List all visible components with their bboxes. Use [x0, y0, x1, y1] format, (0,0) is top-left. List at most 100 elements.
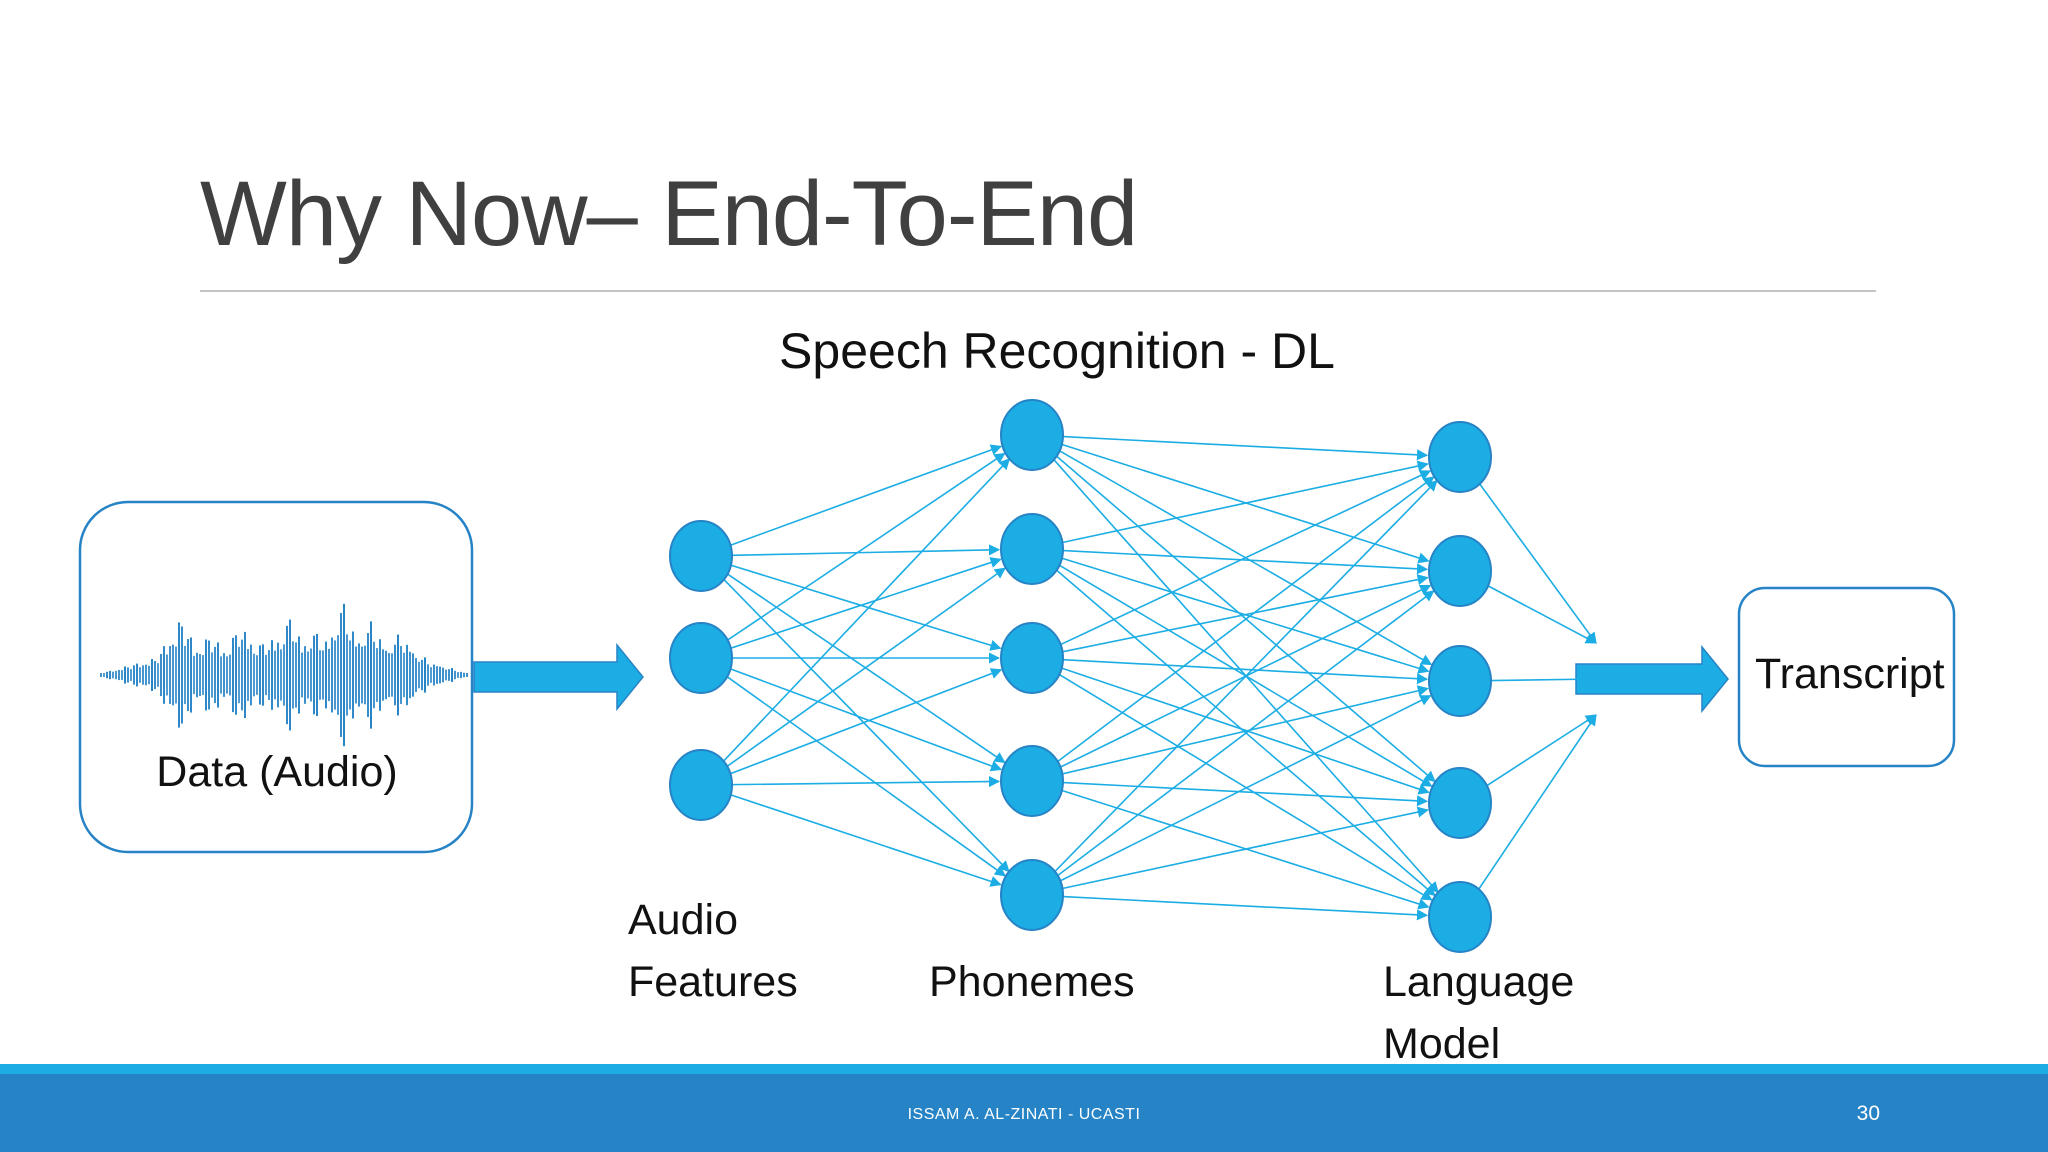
- network-edge: [729, 444, 1003, 547]
- slide-title: Why Now– End-To-End: [200, 163, 1138, 265]
- network-edge: [1062, 685, 1429, 775]
- waveform-bar: [385, 650, 387, 700]
- waveform-bar: [172, 644, 174, 706]
- waveform-bar: [160, 653, 162, 697]
- waveform-bar: [175, 646, 177, 704]
- waveform-bar: [238, 646, 240, 704]
- waveform-bar: [232, 637, 234, 713]
- waveform-bar: [247, 649, 249, 701]
- network-edge: [1062, 435, 1429, 461]
- waveform-bar: [373, 641, 375, 709]
- node-phonemes: [1000, 745, 1064, 817]
- waveform-bar: [331, 637, 333, 713]
- layer-label-line: Audio: [628, 896, 738, 944]
- waveform-bar: [274, 650, 276, 700]
- footer-author: ISSAM A. AL-ZINATI - UCASTI: [907, 1106, 1141, 1123]
- waveform-bar: [295, 642, 297, 708]
- waveform-bar: [391, 653, 393, 697]
- waveform-bar: [412, 653, 414, 697]
- waveform-bar: [463, 672, 465, 678]
- network-edge: [729, 668, 1003, 772]
- waveform-bar: [154, 660, 156, 690]
- network-edge: [1053, 479, 1438, 874]
- title-divider: [200, 290, 1876, 292]
- output-edge: [1477, 481, 1597, 644]
- node-language-model: [1428, 645, 1492, 717]
- waveform-bar: [454, 670, 456, 680]
- waveform-bar: [367, 633, 369, 717]
- network-edge: [1056, 476, 1435, 763]
- waveform-bar: [199, 653, 201, 697]
- waveform-bar: [340, 613, 342, 737]
- waveform-bar: [349, 640, 351, 710]
- node-phonemes: [1000, 399, 1064, 471]
- output-edge: [1487, 584, 1597, 644]
- waveform-bar: [442, 667, 444, 683]
- waveform-bar: [328, 648, 330, 702]
- layer-label-phonemes: Phonemes: [929, 958, 1135, 1006]
- waveform-bar: [217, 642, 219, 708]
- waveform-bar: [355, 646, 357, 704]
- waveform-bar: [337, 635, 339, 715]
- waveform-bar: [202, 655, 204, 695]
- waveform-bar: [298, 636, 300, 714]
- waveform-bar: [424, 657, 426, 693]
- network-edge: [730, 794, 1002, 887]
- waveform-bar: [211, 652, 213, 698]
- network-edge: [1062, 460, 1429, 544]
- waveform-bar: [415, 658, 417, 692]
- waveform-bar: [382, 649, 384, 701]
- footer-bar: ISSAM A. AL-ZINATI - UCASTI 30: [0, 1074, 2048, 1152]
- waveform-bar: [139, 667, 141, 683]
- node-phonemes: [1000, 859, 1064, 931]
- waveform-bar: [397, 634, 399, 716]
- waveform-bar: [403, 652, 405, 698]
- waveform-bar: [319, 650, 321, 700]
- network-edge: [722, 577, 1010, 873]
- layer-label-language-model: Language Model: [1383, 958, 1586, 1068]
- waveform-bar: [466, 673, 468, 677]
- node-phonemes: [1000, 622, 1064, 694]
- waveform-bar: [421, 659, 423, 691]
- layer-label-audio-features: Audio Features: [628, 896, 798, 1006]
- node-audio-features: [669, 749, 733, 821]
- waveform-bar: [121, 670, 123, 680]
- node-phonemes: [1000, 513, 1064, 585]
- network-edge: [725, 567, 1007, 768]
- waveform-bar: [430, 667, 432, 683]
- input-label: Data (Audio): [156, 748, 397, 796]
- waveform-bar: [313, 635, 315, 715]
- network-edge: [725, 675, 1007, 877]
- network-edge: [1059, 695, 1432, 882]
- audio-waveform-icon: [100, 603, 468, 747]
- network-edge: [731, 544, 1001, 557]
- waveform-bar: [241, 639, 243, 711]
- network-edge: [730, 557, 1002, 650]
- waveform-bar: [136, 663, 138, 687]
- waveform-bar: [283, 644, 285, 706]
- waveform-bar: [289, 619, 291, 731]
- waveform-bar: [316, 633, 318, 717]
- waveform-bar: [361, 646, 363, 704]
- waveform-bar: [370, 621, 372, 729]
- layer-label-line: Model: [1383, 1020, 1500, 1068]
- waveform-bar: [109, 670, 111, 680]
- waveform-bar: [106, 671, 108, 679]
- waveform-bar: [379, 639, 381, 711]
- network-edge: [730, 564, 1002, 651]
- node-language-model: [1428, 881, 1492, 953]
- waveform-bar: [127, 667, 129, 683]
- waveform-bar: [169, 646, 171, 704]
- waveform-bar: [280, 649, 282, 701]
- waveform-bar: [229, 654, 231, 696]
- node-language-model: [1428, 421, 1492, 493]
- waveform-bar: [433, 664, 435, 686]
- node-audio-features: [669, 622, 733, 694]
- network-edge: [1058, 673, 1433, 901]
- waveform-bar: [223, 653, 225, 697]
- waveform-bar: [259, 645, 261, 705]
- waveform-bar: [178, 622, 180, 728]
- input-arrow: [473, 642, 644, 712]
- waveform-bar: [184, 645, 186, 705]
- waveform-bar: [130, 669, 132, 681]
